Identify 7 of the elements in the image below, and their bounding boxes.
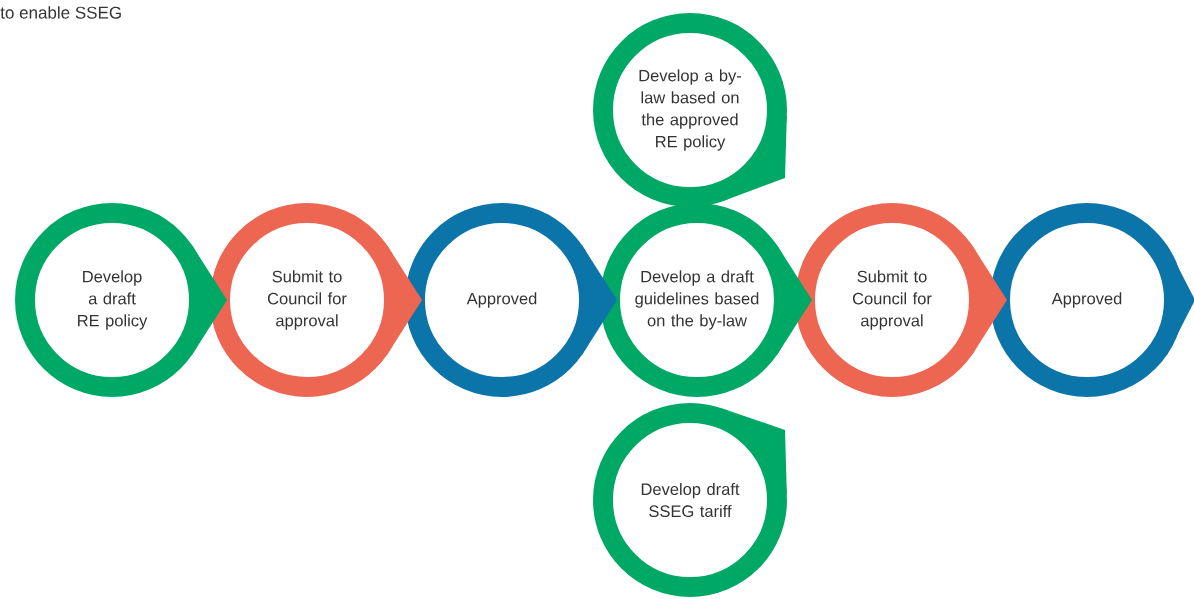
arrow-tip [581,244,617,356]
arrow-tip [191,244,227,356]
title: to enable SSEG [0,6,121,19]
arrow-tip [971,244,1007,356]
arrow-tip [1166,244,1194,356]
arrow-tip [776,244,812,356]
arrow-tip [386,244,422,356]
